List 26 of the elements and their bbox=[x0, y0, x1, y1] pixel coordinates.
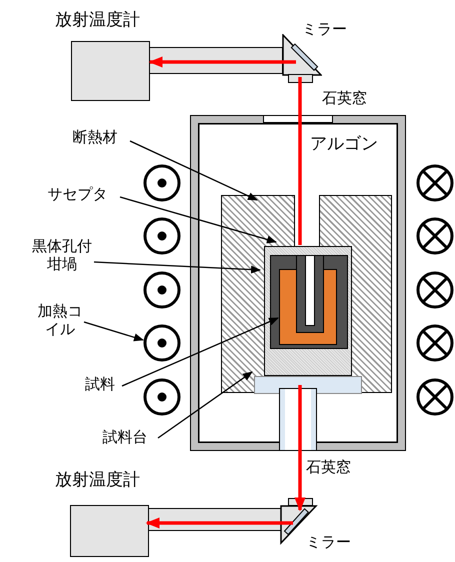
window-label: 石英窓 bbox=[322, 89, 367, 107]
mirror-label: ミラー bbox=[302, 20, 347, 38]
leader-arrow bbox=[130, 140, 258, 201]
part-label: 断熱材 bbox=[72, 128, 118, 146]
part-label: 黒体孔付坩堝 bbox=[31, 237, 93, 273]
leader-arrow bbox=[94, 261, 261, 274]
crucible bbox=[270, 255, 348, 349]
part-label: 加熱コイル bbox=[36, 302, 84, 338]
leader-arrow bbox=[122, 317, 279, 387]
part-label: サセプタ bbox=[46, 185, 108, 203]
chamber-wall bbox=[190, 115, 406, 451]
mirror-label: ミラー bbox=[306, 533, 351, 551]
gas-label: アルゴン bbox=[310, 134, 378, 154]
insulation-block bbox=[221, 195, 392, 393]
window-label: 石英窓 bbox=[306, 458, 351, 476]
leader-arrow bbox=[158, 371, 253, 439]
radiometer-label: 放射温度計 bbox=[55, 10, 140, 30]
part-label: 試料 bbox=[84, 375, 116, 393]
radiometer-label: 放射温度計 bbox=[55, 470, 140, 490]
part-label: 試料台 bbox=[102, 428, 148, 446]
leader-arrow bbox=[84, 321, 144, 342]
susceptor-block bbox=[264, 246, 352, 376]
leader-arrow bbox=[120, 196, 277, 244]
light-beam-arrow bbox=[146, 517, 293, 529]
light-beam-arrow bbox=[294, 385, 306, 512]
light-beam-arrow bbox=[148, 56, 296, 68]
